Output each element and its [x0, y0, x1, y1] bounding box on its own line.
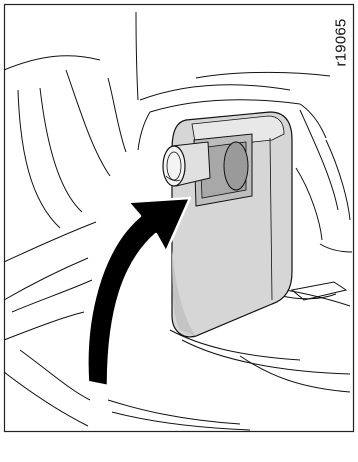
figure-code-label: r19065: [326, 14, 356, 70]
figure-code-text: r19065: [333, 18, 350, 66]
armrest: [163, 112, 292, 337]
